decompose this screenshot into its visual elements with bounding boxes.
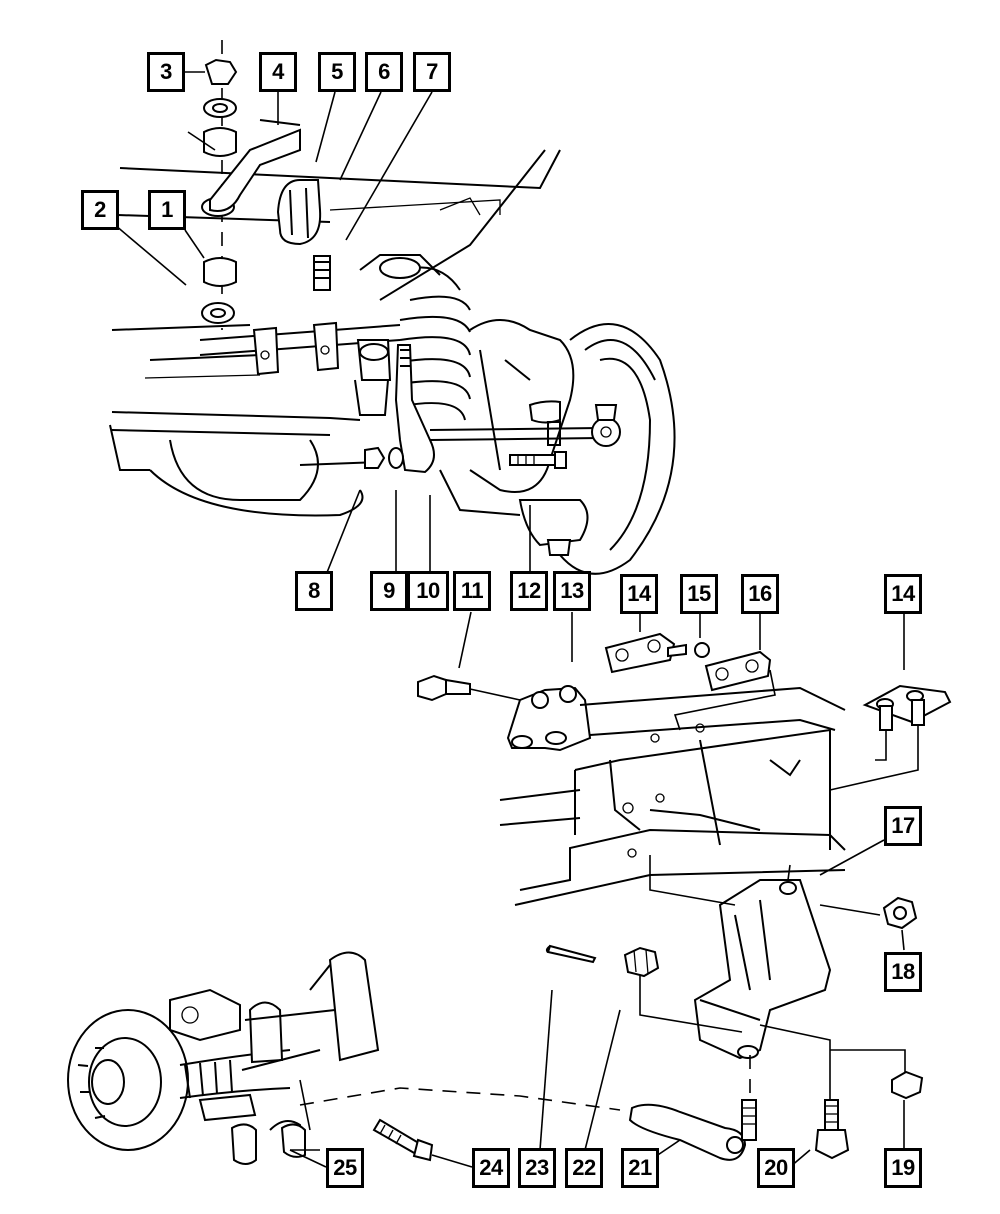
callout-23: 23 [518, 1148, 556, 1188]
callout-9: 9 [370, 571, 408, 611]
callout-22: 22 [565, 1148, 603, 1188]
callout-11: 11 [453, 571, 491, 611]
tie-rod-lower [299, 1055, 757, 1161]
callout-21: 21 [621, 1148, 659, 1188]
callout-17: 17 [884, 806, 922, 846]
callout-20: 20 [757, 1148, 795, 1188]
leader-lines-middle [458, 611, 905, 951]
steering-knuckle-and-rotor [439, 319, 676, 575]
callout-8: 8 [295, 571, 333, 611]
pitman-arm-link [364, 344, 435, 474]
nut-18 [819, 896, 918, 930]
steering-gear-mount [649, 855, 832, 1060]
callout-12: 12 [510, 571, 548, 611]
callout-18: 18 [884, 952, 922, 992]
callout-13: 13 [553, 571, 591, 611]
shim-plates [604, 632, 776, 731]
bar-cushion-retainer [276, 179, 331, 291]
steering-knuckle-lower [67, 951, 380, 1165]
callout-7: 7 [413, 52, 451, 92]
cotter-pin [545, 944, 597, 964]
callout-15: 15 [680, 574, 718, 614]
upper-control-arm-bolt [509, 451, 567, 469]
callout-16: 16 [741, 574, 779, 614]
tie-rod-end-upper [429, 404, 621, 447]
callout-19: 19 [884, 1148, 922, 1188]
callout-6: 6 [365, 52, 403, 92]
leader-lines-top [114, 71, 531, 586]
callout-14-right: 14 [884, 574, 922, 614]
coil-spring [354, 254, 471, 421]
steering-gear-bracket [417, 674, 592, 752]
bolt-24 [372, 1118, 434, 1162]
callout-3: 3 [147, 52, 185, 92]
callout-4: 4 [259, 52, 297, 92]
callout-5: 5 [318, 52, 356, 92]
callout-10: 10 [407, 571, 449, 611]
callout-2: 2 [81, 190, 119, 230]
leader-lines-bottom [289, 989, 905, 1168]
callout-25: 25 [326, 1148, 364, 1188]
nut-19 [830, 1049, 924, 1100]
callout-1: 1 [148, 190, 186, 230]
callout-14-left: 14 [620, 574, 658, 614]
shim-plate-studs [829, 684, 952, 791]
callout-24: 24 [472, 1148, 510, 1188]
castle-nut [623, 946, 743, 1033]
bolt-20 [759, 1024, 850, 1160]
stabilizer-bar [199, 321, 401, 376]
stabilizer-link-bracket [209, 119, 301, 212]
